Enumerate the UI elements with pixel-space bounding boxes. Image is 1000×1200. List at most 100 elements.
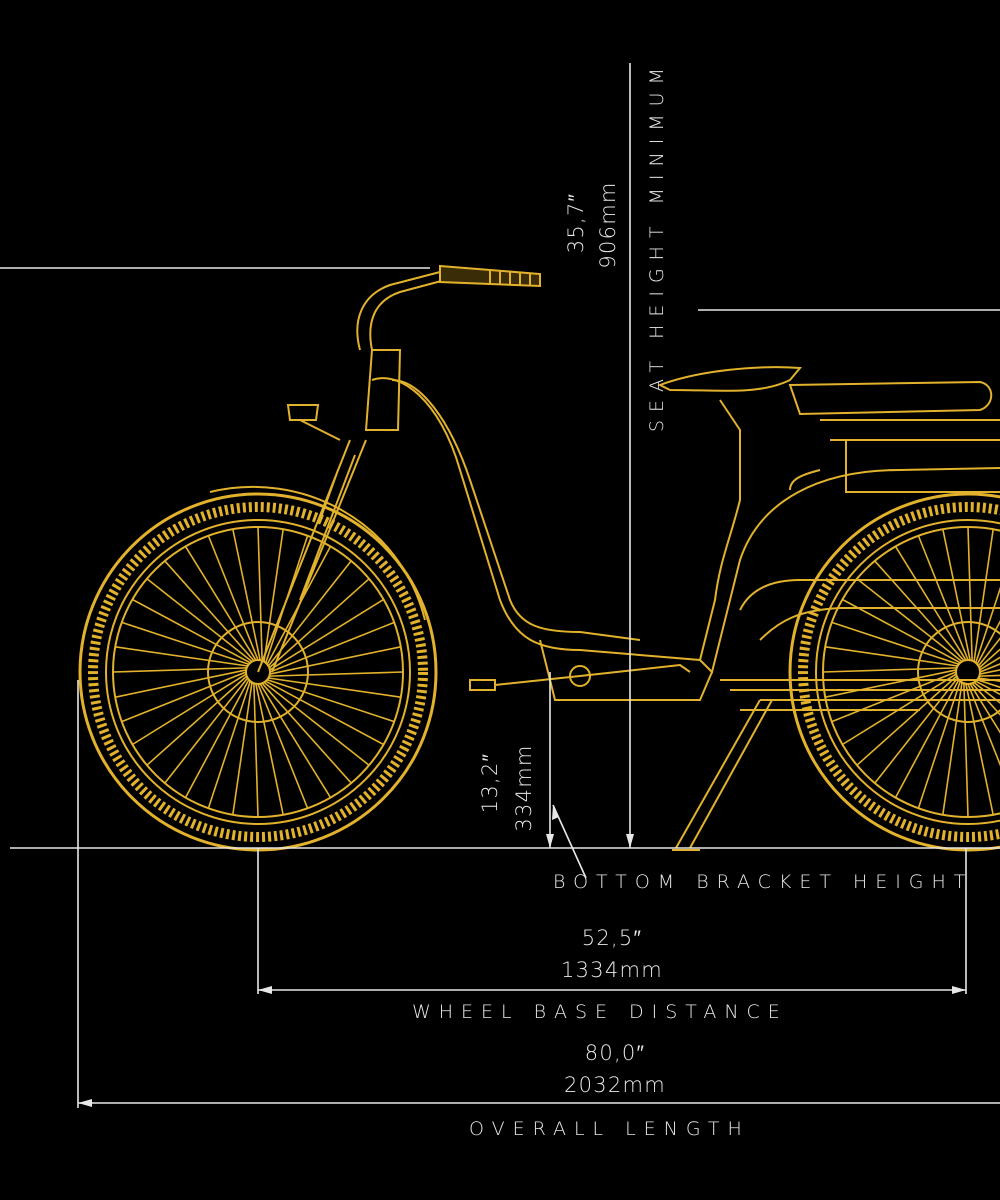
- spoke: [184, 679, 250, 798]
- main-frame: [371, 377, 1000, 674]
- spoke: [263, 681, 370, 766]
- spoke: [132, 673, 247, 746]
- seat-height-inches: 35,7″: [564, 192, 588, 254]
- down-tube: [539, 639, 713, 701]
- spoke: [973, 529, 994, 662]
- arrowhead: [258, 986, 272, 994]
- spoke: [977, 637, 1000, 667]
- spoke: [257, 526, 263, 661]
- spoke: [942, 529, 971, 661]
- spoke: [164, 677, 249, 784]
- head-tube: [364, 349, 402, 431]
- spoke: [967, 526, 973, 661]
- arrowhead: [552, 805, 559, 820]
- spoke: [261, 682, 352, 784]
- bottom-bracket-inches: 13,2″: [478, 752, 502, 814]
- overall-length-mm: 2032mm: [564, 1073, 666, 1097]
- spoke: [259, 683, 332, 798]
- spoke: [207, 680, 252, 809]
- spoke: [121, 621, 250, 666]
- spoke: [976, 678, 1000, 689]
- main-frame-inner: [391, 379, 641, 641]
- tire-tread: [88, 502, 428, 842]
- arrowhead: [546, 834, 554, 848]
- spoke: [268, 578, 370, 669]
- spoke: [917, 535, 969, 661]
- rear-wheel: [788, 492, 1000, 852]
- bottom-bracket-mm: 334mm: [512, 744, 536, 832]
- spoke: [269, 598, 384, 671]
- battery: [739, 579, 1000, 641]
- spoke: [232, 682, 253, 815]
- spoke: [269, 671, 404, 677]
- spoke: [974, 586, 1000, 664]
- spoke: [268, 677, 401, 698]
- spoke: [856, 578, 963, 663]
- rim: [815, 519, 1000, 825]
- spoke: [831, 621, 960, 666]
- spoke: [975, 680, 1000, 696]
- rim-inner: [822, 526, 1000, 818]
- spoke: [969, 683, 1000, 734]
- spoke: [942, 682, 963, 815]
- arrowhead: [626, 834, 634, 848]
- bottom-bracket-label: BOTTOM BRACKET HEIGHT: [553, 871, 974, 893]
- spoke: [965, 683, 994, 815]
- wheel-base-inches: 52,5″: [581, 926, 643, 950]
- spoke: [115, 669, 247, 698]
- brake-disc: [917, 621, 1000, 723]
- dimension-lines: [0, 63, 1000, 1108]
- spoke: [978, 648, 1000, 669]
- tire-outer: [788, 492, 1000, 852]
- spoke: [121, 671, 247, 723]
- rear-rack: [720, 679, 1000, 711]
- spoke: [979, 656, 1000, 671]
- spoke: [115, 646, 248, 667]
- bike-outline: [78, 264, 1000, 852]
- spoke: [825, 669, 957, 698]
- spoke: [265, 680, 384, 746]
- spoke: [164, 560, 255, 662]
- spoke: [255, 683, 284, 815]
- wheel-base-label: WHEEL BASE DISTANCE: [412, 1001, 788, 1023]
- spoke: [894, 546, 967, 661]
- fork: [257, 439, 367, 673]
- arrowhead: [952, 986, 966, 994]
- spoke: [976, 620, 1000, 665]
- spoke: [269, 646, 401, 675]
- handlebar-grip-lines: [489, 270, 531, 285]
- overall-length-label: OVERALL LENGTH: [469, 1118, 750, 1140]
- spoke: [184, 546, 257, 661]
- tire-tread: [798, 502, 1000, 842]
- spoke: [263, 529, 284, 662]
- spoke: [207, 535, 259, 661]
- wheel-base-mm: 1334mm: [561, 958, 663, 982]
- headlight: [286, 404, 341, 441]
- seat-post: [699, 399, 741, 661]
- spoke: [132, 598, 251, 664]
- spoke: [269, 621, 395, 673]
- kickstand: [672, 699, 773, 851]
- spoke: [842, 598, 961, 664]
- overall-length-inches: 80,0″: [584, 1041, 646, 1065]
- front-fender: [209, 485, 426, 621]
- spoke: [874, 560, 965, 662]
- spoke: [146, 675, 248, 766]
- spoke: [874, 677, 959, 784]
- seat-height-mm: 906mm: [596, 181, 620, 269]
- spoke: [146, 578, 253, 663]
- arrowhead: [78, 1099, 92, 1107]
- crank-hub: [569, 665, 591, 687]
- brake-disc: [207, 621, 309, 723]
- seat: [657, 366, 993, 416]
- seat-height-label: SEAT HEIGHT MINIMUM: [646, 60, 668, 432]
- spoke: [973, 681, 1000, 704]
- spoke: [253, 683, 259, 818]
- rear-body: [789, 419, 1000, 493]
- spoke: [963, 683, 969, 818]
- spoke: [917, 680, 962, 809]
- spoke: [257, 683, 309, 809]
- spoke: [232, 529, 261, 661]
